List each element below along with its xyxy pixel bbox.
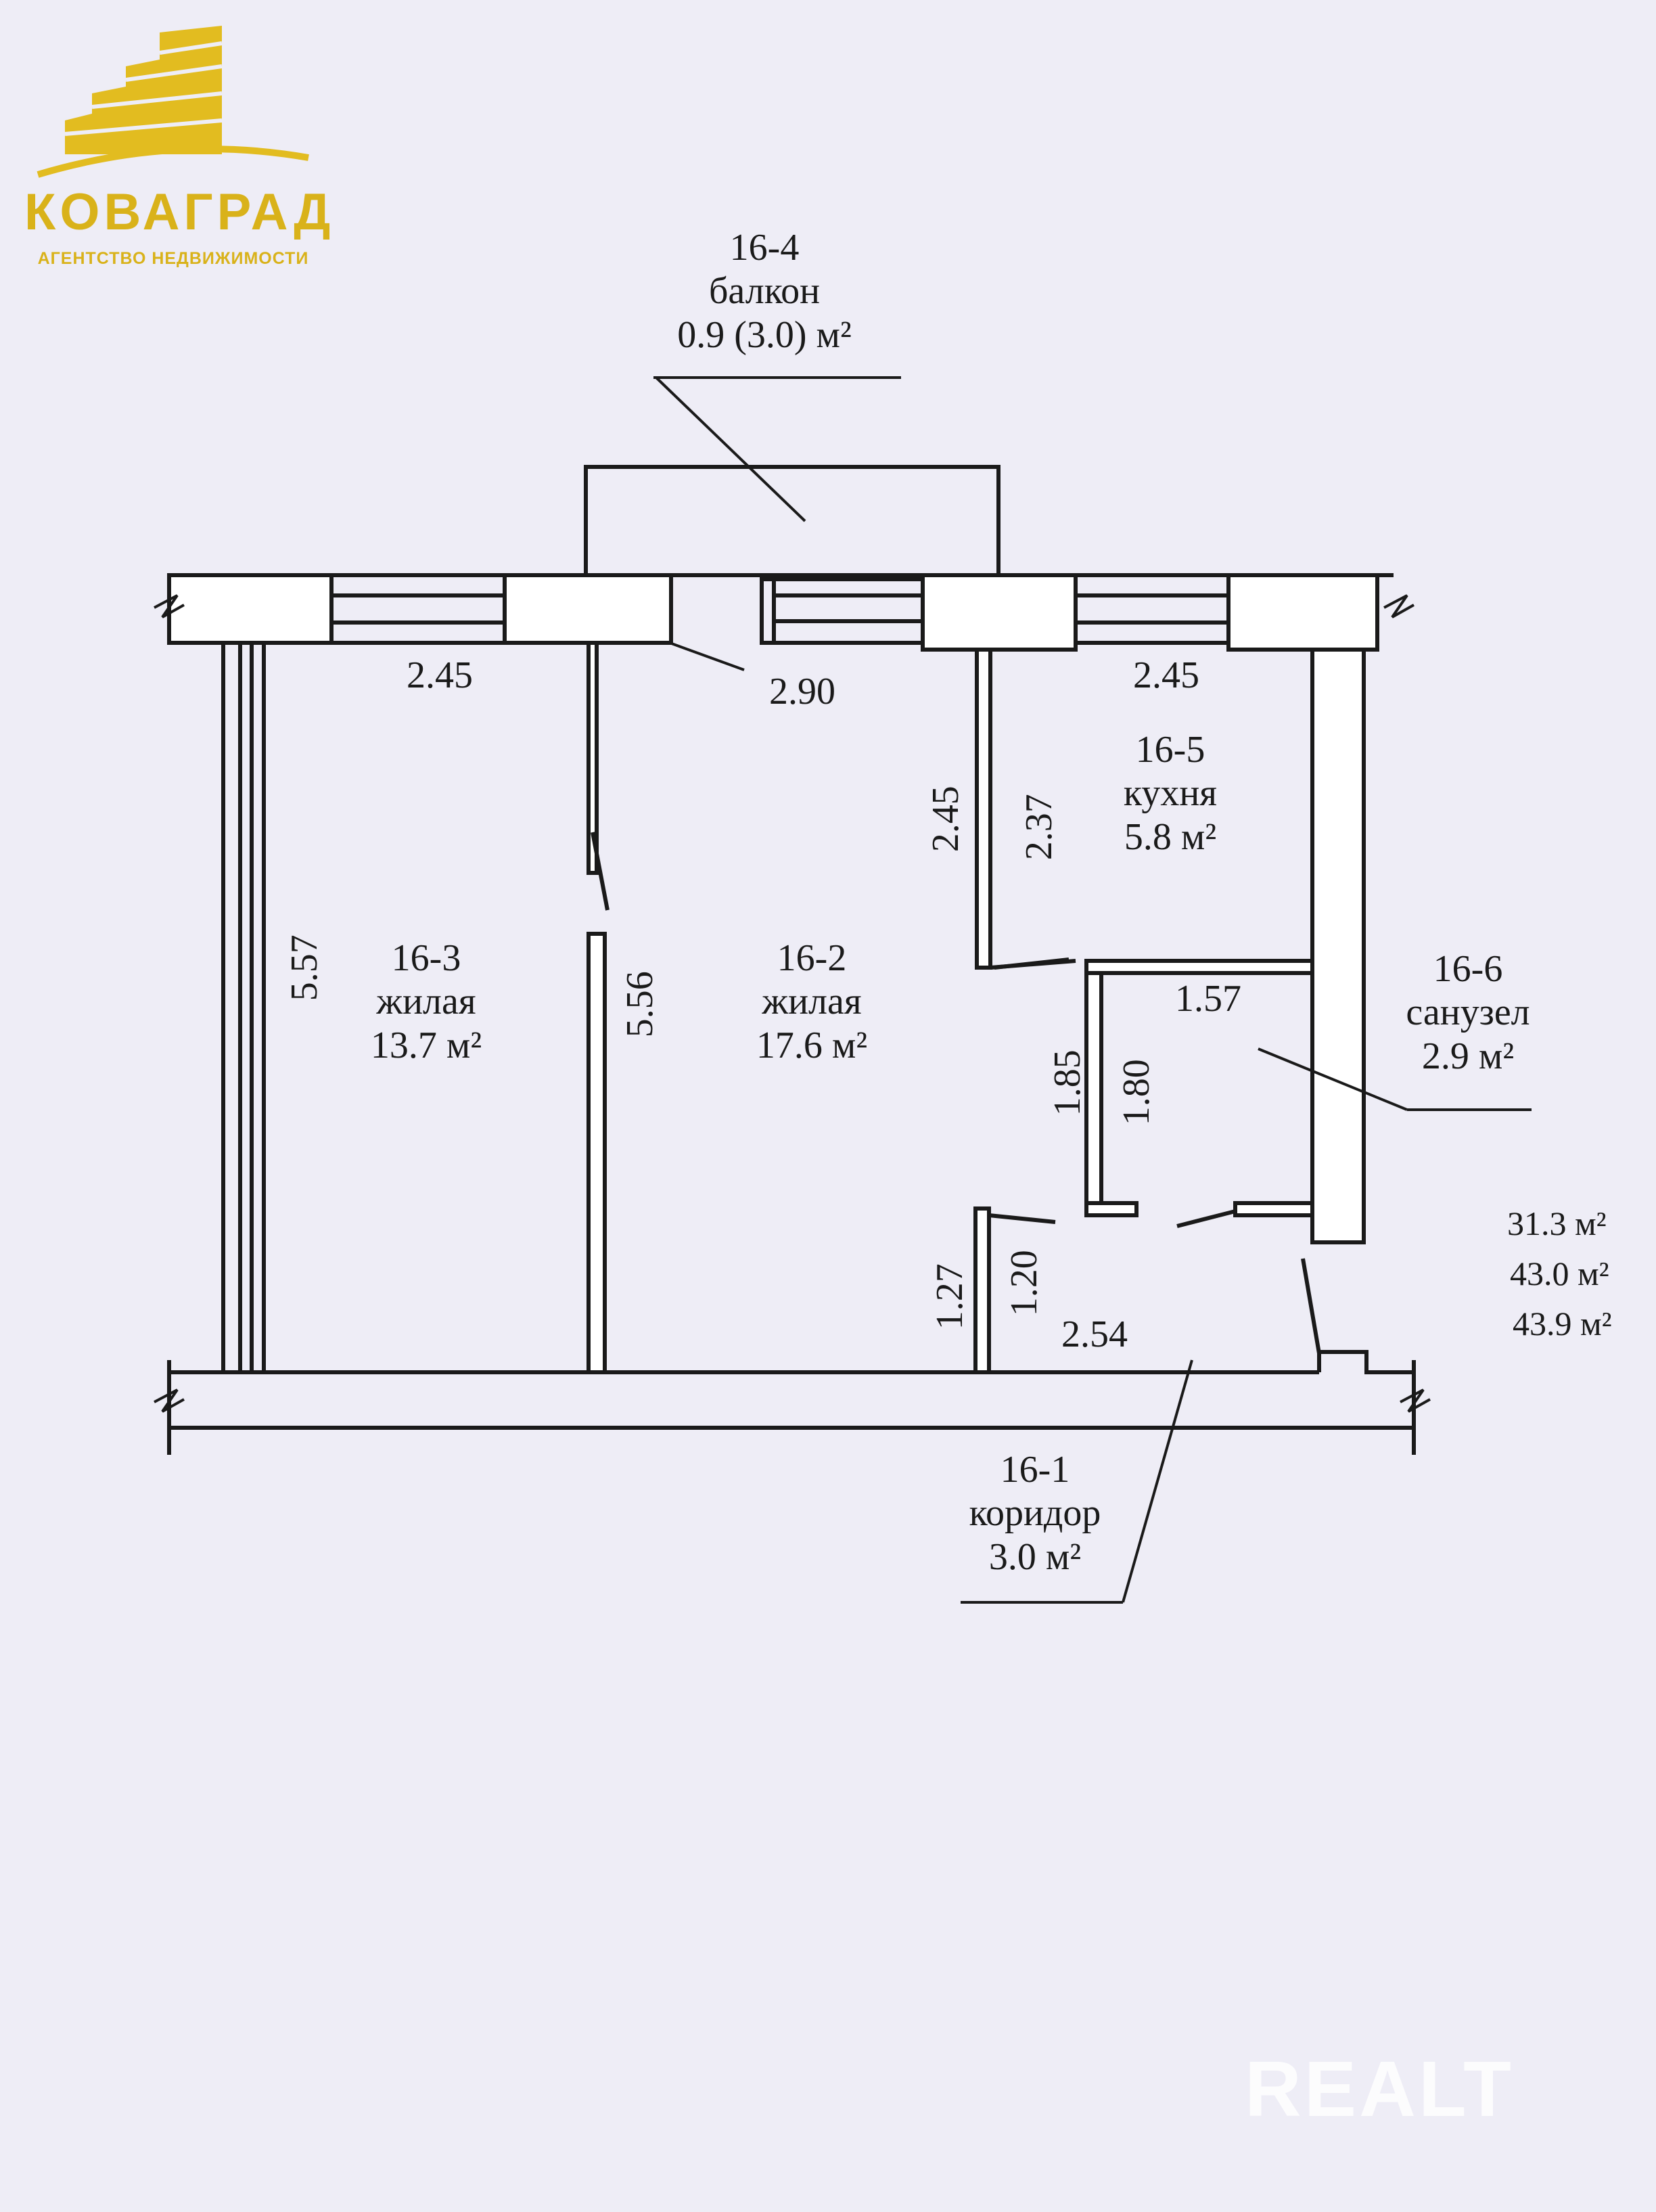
door-swing-bathroom xyxy=(1176,1209,1236,1228)
dimension-label: 2.54 xyxy=(1061,1313,1128,1355)
dimension-label: 5.56 xyxy=(618,971,661,1038)
dimension-label: 1.27 xyxy=(928,1263,971,1330)
top-wall-right-pier xyxy=(1226,573,1379,652)
top-wall-window-1 xyxy=(329,573,507,645)
dimension-label: 1.80 xyxy=(1115,1059,1157,1126)
balcony-outline xyxy=(584,465,1001,575)
total-area-3: 43.9 м² xyxy=(1513,1305,1612,1342)
dimension-label: 1.20 xyxy=(1003,1250,1045,1317)
dimension-label: 2.37 xyxy=(1017,794,1060,861)
partition-living-upper xyxy=(586,641,599,875)
dimension-label: 5.57 xyxy=(283,934,325,1001)
dimension-label: 1.85 xyxy=(1046,1049,1088,1116)
right-wall xyxy=(1310,648,1366,1244)
door-swing-entrance xyxy=(1301,1258,1321,1354)
agency-logo: КОВАГРАД АГЕНТСТВО НЕДВИЖИМОСТИ xyxy=(24,19,335,268)
bathroom-bottom-stub xyxy=(1084,1201,1138,1217)
agency-tagline: АГЕНТСТВО НЕДВИЖИМОСТИ xyxy=(37,249,309,268)
corridor-left-wall xyxy=(973,1206,991,1374)
bathroom-top-wall xyxy=(1084,959,1314,975)
top-wall-pier-3 xyxy=(921,573,1078,652)
agency-brand-name: КОВАГРАД xyxy=(24,183,335,241)
top-wall-pier-2 xyxy=(503,573,673,645)
total-area-2: 43.0 м² xyxy=(1510,1255,1609,1292)
door-swing-kitchen xyxy=(994,957,1070,970)
dimension-label: 2.90 xyxy=(769,671,835,713)
top-wall-window-2 xyxy=(772,577,925,645)
dimension-label: 2.45 xyxy=(924,786,967,853)
leader-bathroom xyxy=(1258,1047,1408,1111)
building-logo-icon xyxy=(37,26,309,178)
dimension-label: 1.57 xyxy=(1175,978,1241,1020)
realt-watermark: REALT xyxy=(1245,2045,1515,2133)
dimension-label: 2.45 xyxy=(407,654,473,696)
door-swing-living xyxy=(591,832,610,911)
top-wall-window-3 xyxy=(1074,573,1230,645)
partition-living-lower xyxy=(586,932,607,1374)
total-area-1: 31.3 м² xyxy=(1507,1204,1607,1242)
dimension-label: 2.45 xyxy=(1133,654,1199,696)
top-wall-left-pier xyxy=(167,573,334,645)
bathroom-bottom-wall xyxy=(1233,1201,1314,1217)
leader-290 xyxy=(669,641,745,671)
leader-corridor xyxy=(1122,1359,1193,1603)
kitchen-left-wall xyxy=(975,648,992,970)
leader-balcony xyxy=(655,376,806,522)
